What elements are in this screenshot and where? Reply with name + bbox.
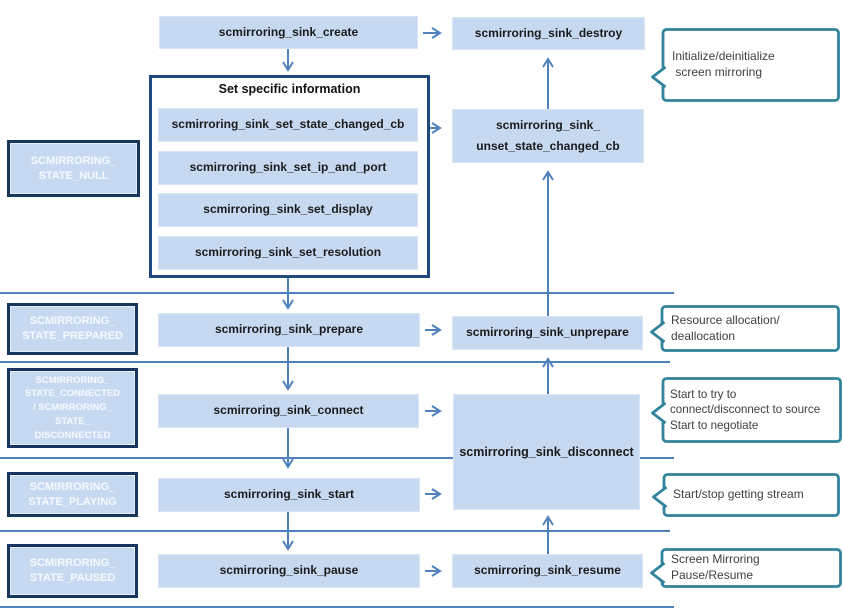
node-sink-start: scmirroring_sink_start: [158, 478, 420, 512]
state-box-null: SCMIRRORING_ STATE_NULL: [7, 140, 140, 197]
callout-bubble-icon: [650, 548, 842, 588]
callout-connect-negotiate: Start to try to connect/disconnect to so…: [651, 377, 842, 443]
callout-bubble-icon: [652, 473, 840, 517]
node-sink-create: scmirroring_sink_create: [159, 16, 418, 49]
callout-pause-resume-text: Screen Mirroring Pause/Resume: [671, 552, 760, 582]
node-sink-resume: scmirroring_sink_resume: [452, 554, 643, 588]
callout-bubble-icon: [651, 377, 842, 443]
node-set-display: scmirroring_sink_set_display: [158, 193, 418, 227]
node-set-ip-and-port: scmirroring_sink_set_ip_and_port: [158, 151, 418, 185]
state-box-playing: SCMIRRORING_ STATE_PLAYING: [7, 472, 138, 517]
callout-init-deinit-text: Initialize/deinitialize screen mirroring: [672, 49, 775, 79]
node-sink-pause: scmirroring_sink_pause: [158, 554, 420, 588]
callout-connect-negotiate-text: Start to try to connect/disconnect to so…: [670, 387, 821, 432]
callout-stream: Start/stop getting stream: [652, 473, 840, 517]
node-unset-state-changed-cb: scmirroring_sink_ unset_state_changed_cb: [452, 109, 644, 163]
node-sink-unprepare: scmirroring_sink_unprepare: [452, 316, 643, 350]
callout-init-deinit: Initialize/deinitialize screen mirroring: [651, 28, 840, 102]
node-sink-connect: scmirroring_sink_connect: [158, 394, 419, 428]
state-box-prepared: SCMIRRORING_ STATE_PREPARED: [7, 303, 138, 355]
node-sink-destroy: scmirroring_sink_destroy: [452, 17, 645, 50]
node-sink-prepare: scmirroring_sink_prepare: [158, 313, 420, 347]
callout-pause-resume: Screen Mirroring Pause/Resume: [650, 548, 842, 588]
callout-bubble-icon: [650, 305, 840, 352]
node-set-state-changed-cb: scmirroring_sink_set_state_changed_cb: [158, 108, 418, 142]
state-box-connected-disconnected: SCMIRRORING_ STATE_CONNECTED / SCMIRRORI…: [7, 368, 138, 448]
callout-resource-allocation-text: Resource allocation/ deallocation: [671, 312, 780, 343]
set-specific-information-title: Set specific information: [218, 82, 361, 96]
node-set-resolution: scmirroring_sink_set_resolution: [158, 236, 418, 270]
callout-resource-allocation: Resource allocation/ deallocation: [650, 305, 840, 352]
state-box-paused: SCMIRRORING_ STATE_PAUSED: [7, 544, 138, 598]
callout-bubble-icon: [651, 28, 840, 102]
node-sink-disconnect: scmirroring_sink_disconnect: [453, 394, 640, 510]
callout-stream-text: Start/stop getting stream: [673, 487, 804, 502]
